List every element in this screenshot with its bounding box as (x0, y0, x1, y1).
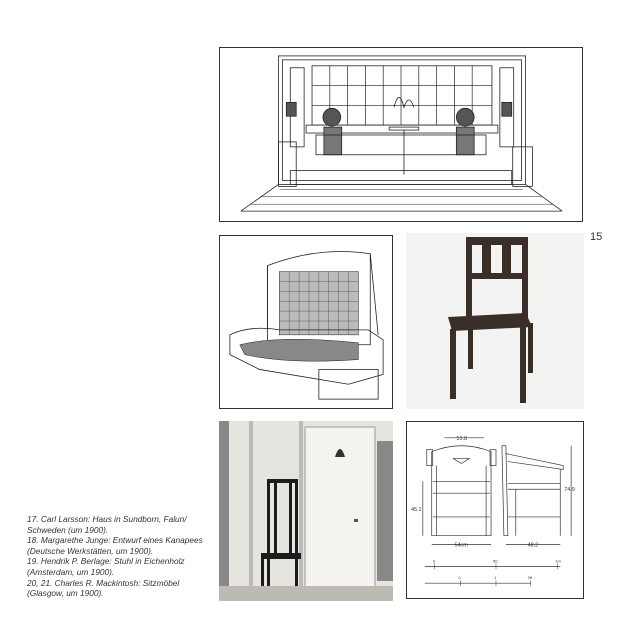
scale-label: 0 (433, 558, 436, 563)
scale-label: 50 (493, 558, 498, 563)
dim-seat-height: 45.1 (411, 507, 422, 513)
scale-label: 0 (458, 575, 461, 580)
figure-berlage-chair (406, 233, 584, 409)
caption-17: 17. Carl Larsson: Haus in Sundborn, Falu… (27, 514, 187, 535)
page-number: 15 (590, 231, 603, 243)
scale-label: 2ft (528, 575, 533, 580)
dim-total-height: 74.9 (564, 487, 575, 493)
figure-mackintosh-interior (219, 421, 393, 601)
scale-label: 1m (555, 558, 561, 563)
figure-junge-sofa (219, 235, 393, 409)
caption-20-21: 20, 21. Charles R. Mackintosh: Sitzmöbel… (27, 577, 180, 599)
dim-front-width: 54cm (454, 543, 468, 549)
figure-captions: 17. Carl Larsson: Haus in Sundborn, Falu… (27, 514, 217, 599)
caption-18: 18. Margarethe Junge: Entwurf eines Kana… (27, 535, 203, 556)
caption-19: 19. Hendrik P. Berlage: Stuhl in Eichenh… (27, 556, 185, 577)
figure-mackintosh-measured-drawing: 51.8 45.1 54cm 48.2 74.9 0 50 1m 0 1 2ft (406, 421, 584, 599)
figure-larsson-interior (219, 47, 583, 222)
dim-top-width: 51.8 (456, 436, 467, 442)
scale-label: 1 (494, 575, 496, 580)
dim-side-depth: 48.2 (528, 543, 539, 549)
